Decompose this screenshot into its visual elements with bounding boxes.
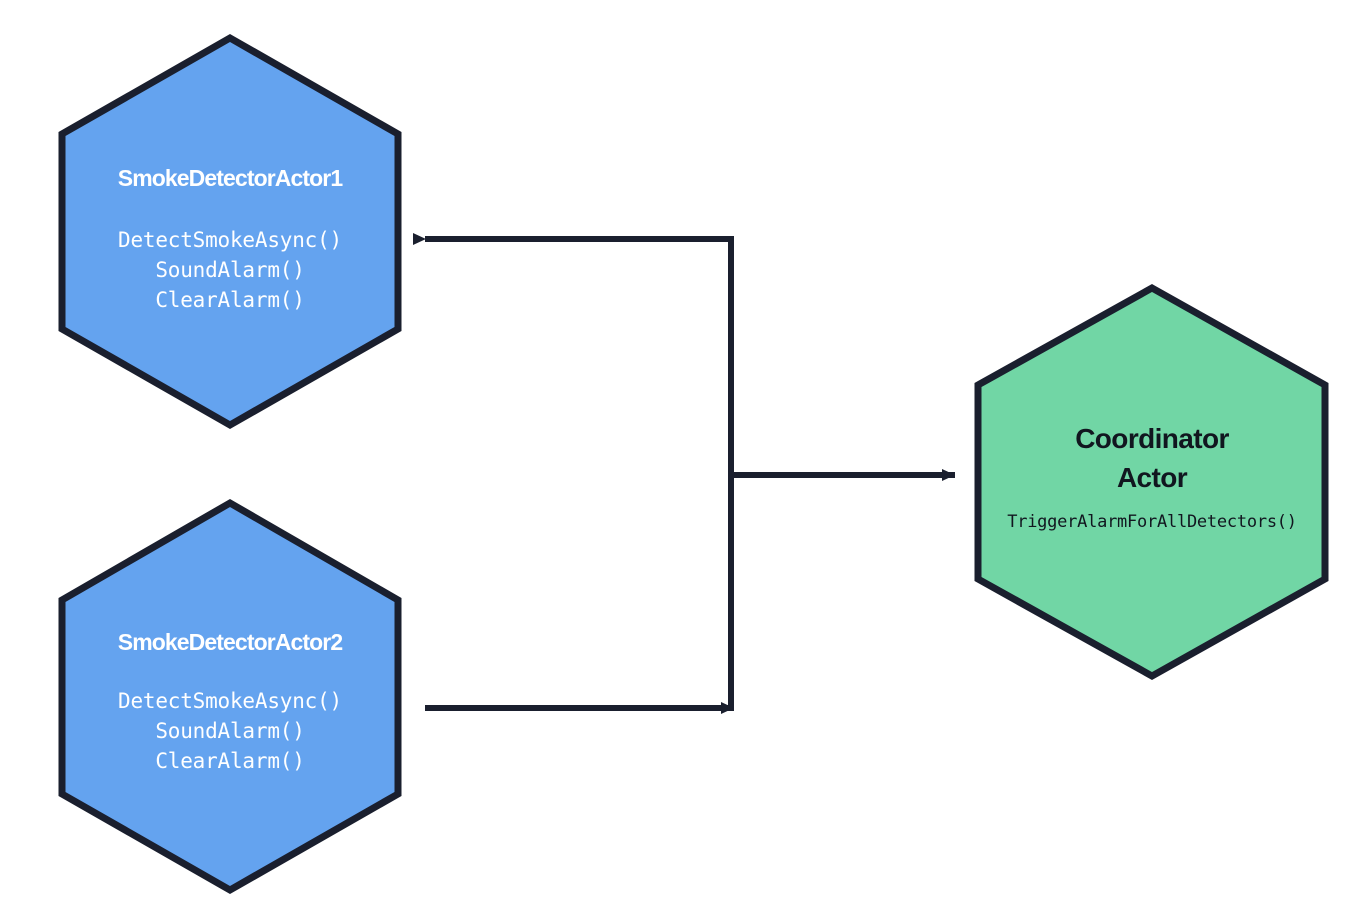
node-method: TriggerAlarmForAllDetectors() [1007, 512, 1297, 532]
hexagon-shape [58, 498, 402, 895]
hexagon-shape [974, 283, 1329, 681]
node-smoke-detector-actor-1[interactable]: SmokeDetectorActor1 DetectSmokeAsync() S… [58, 33, 402, 430]
hexagon-shape [58, 33, 402, 430]
node-method: ClearAlarm() [155, 749, 304, 773]
node-title: SmokeDetectorActor1 [118, 165, 344, 191]
node-smoke-detector-actor-2[interactable]: SmokeDetectorActor2 DetectSmokeAsync() S… [58, 498, 402, 895]
node-method: SoundAlarm() [155, 719, 304, 743]
node-method: DetectSmokeAsync() [118, 689, 342, 713]
node-coordinator-actor[interactable]: Coordinator Actor TriggerAlarmForAllDete… [974, 283, 1329, 681]
connector-group [413, 233, 955, 714]
node-title: SmokeDetectorActor2 [118, 629, 343, 655]
node-title: Coordinator [1075, 423, 1229, 454]
node-method: ClearAlarm() [155, 288, 304, 312]
node-method: DetectSmokeAsync() [118, 228, 342, 252]
node-method: SoundAlarm() [155, 258, 304, 282]
node-title-line-2: Actor [1117, 462, 1188, 493]
